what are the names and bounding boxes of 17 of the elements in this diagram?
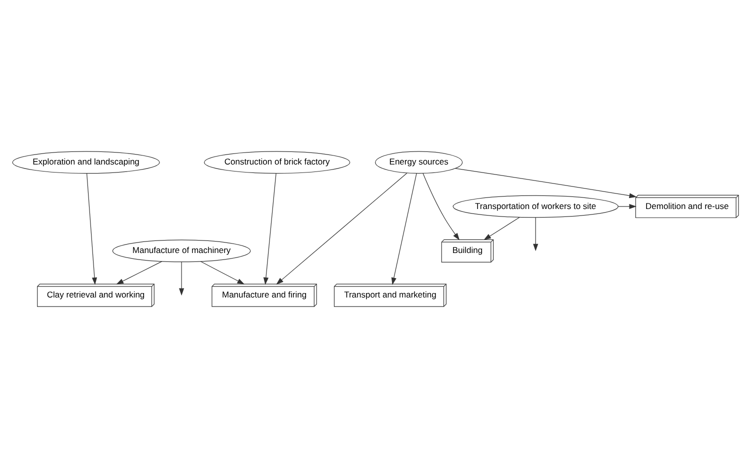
node-ellipse: Exploration and landscaping bbox=[12, 150, 160, 174]
node-ellipse: Transportation of workers to site bbox=[452, 194, 618, 218]
arrow bbox=[86, 172, 97, 284]
arrow bbox=[262, 172, 276, 284]
arrow bbox=[200, 260, 244, 284]
arrow bbox=[483, 216, 520, 240]
node-ellipse: Manufacture of machinery bbox=[112, 239, 250, 262]
node-ellipse: Construction of brick factory bbox=[203, 150, 350, 174]
arrow bbox=[116, 260, 162, 284]
arrow bbox=[390, 172, 416, 284]
arrow bbox=[276, 172, 407, 284]
arrow bbox=[618, 203, 636, 209]
arrow bbox=[178, 261, 184, 296]
arrow bbox=[422, 172, 460, 240]
arrow bbox=[454, 168, 636, 198]
arrow bbox=[532, 216, 538, 251]
node-ellipse: Energy sources bbox=[374, 150, 462, 174]
